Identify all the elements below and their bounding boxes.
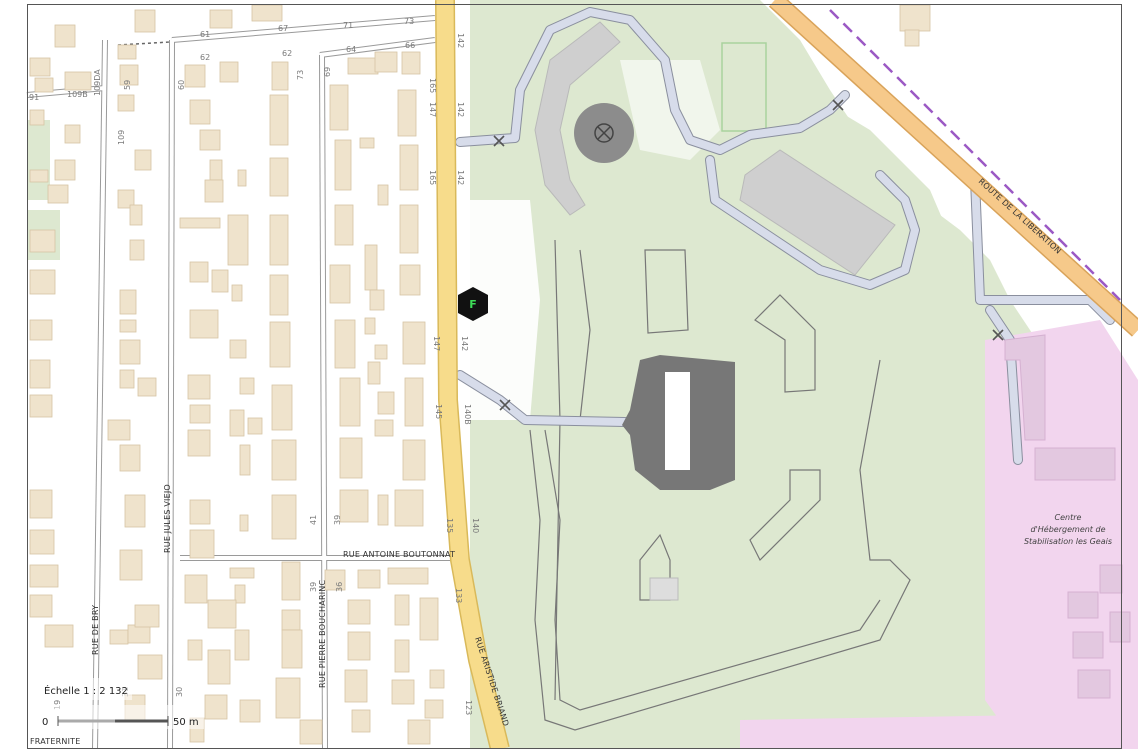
svg-text:147: 147 [432,336,441,351]
svg-text:64: 64 [346,45,356,54]
svg-text:69: 69 [323,67,332,77]
barrier-markers [493,99,1004,411]
svg-text:41: 41 [309,515,318,525]
large-buildings [534,21,896,601]
label-rue-antoine-boutonnat: RUE ANTOINE BOUTONNAT [343,550,455,559]
svg-text:123: 123 [464,700,473,715]
svg-text:60: 60 [177,80,186,90]
label-rue-jules-viejo: RUE JULES VIEJO [163,484,172,553]
marker-letter: F [469,298,477,311]
poi-marker-f[interactable]: F [458,287,488,321]
svg-text:66: 66 [405,41,415,50]
svg-text:61: 61 [200,30,210,39]
svg-text:165: 165 [428,78,437,93]
svg-text:d'Hébergement de: d'Hébergement de [1031,524,1106,534]
svg-text:67: 67 [278,24,288,33]
label-centre-hebergement: Centre d'Hébergement de Stabilisation le… [1024,513,1112,546]
svg-text:145: 145 [434,404,443,419]
curved-building [534,21,621,216]
svg-text:Stabilisation les Geais: Stabilisation les Geais [1024,537,1112,546]
map-left-margin [0,0,27,749]
svg-text:142: 142 [456,102,465,117]
svg-text:Centre: Centre [1055,513,1082,522]
svg-text:73: 73 [296,70,305,80]
svg-text:71: 71 [343,21,353,30]
svg-text:19: 19 [53,700,62,710]
svg-text:147: 147 [428,102,437,117]
svg-text:73: 73 [404,17,414,26]
svg-text:39: 39 [333,515,342,525]
rue-aristide-briand [436,0,509,749]
svg-text:30: 30 [175,687,184,697]
sports-field-outline [721,42,767,132]
residential-streets [26,16,450,749]
svg-text:135: 135 [445,518,454,533]
main-building-courtyard [665,372,690,470]
svg-text:142: 142 [456,170,465,185]
label-rue-de-bry: RUE DE BRY [91,605,100,655]
scale-start: 0 [42,717,48,728]
residential-buildings [29,4,931,745]
svg-text:62: 62 [282,49,292,58]
scale-bar [57,716,169,726]
route-liberation-road [769,0,1138,336]
svg-text:59: 59 [123,80,132,90]
svg-text:140B: 140B [463,404,472,425]
svg-text:133: 133 [454,588,463,603]
scale-ratio: Échelle 1 : 2 132 [44,684,128,697]
svg-text:109B: 109B [67,90,88,99]
svg-text:109DA: 109DA [93,69,102,96]
svg-text:39: 39 [309,582,318,592]
administrative-boundary [829,9,1121,301]
warehouse-building [739,149,896,276]
park-small-left [27,120,50,200]
svg-text:62: 62 [200,53,210,62]
marker-hexagon-icon[interactable] [458,287,488,321]
label-fraternite: FRATERNITE [30,737,80,746]
svg-text:109: 109 [117,130,126,145]
svg-text:91: 91 [29,93,39,102]
house-numbers: 61 67 71 73 62 64 66 62 73 165 142 147 1… [29,17,480,715]
svg-text:140: 140 [471,518,480,533]
institution-buildings [1004,334,1131,699]
label-rue-pierre-boucharinc: RUE PIERRE BOUCHARINC [318,580,327,688]
scale-end: 50 m [173,717,199,728]
svg-text:165: 165 [428,170,437,185]
svg-text:36: 36 [335,582,344,592]
svg-text:142: 142 [456,33,465,48]
svg-text:142: 142 [460,336,469,351]
